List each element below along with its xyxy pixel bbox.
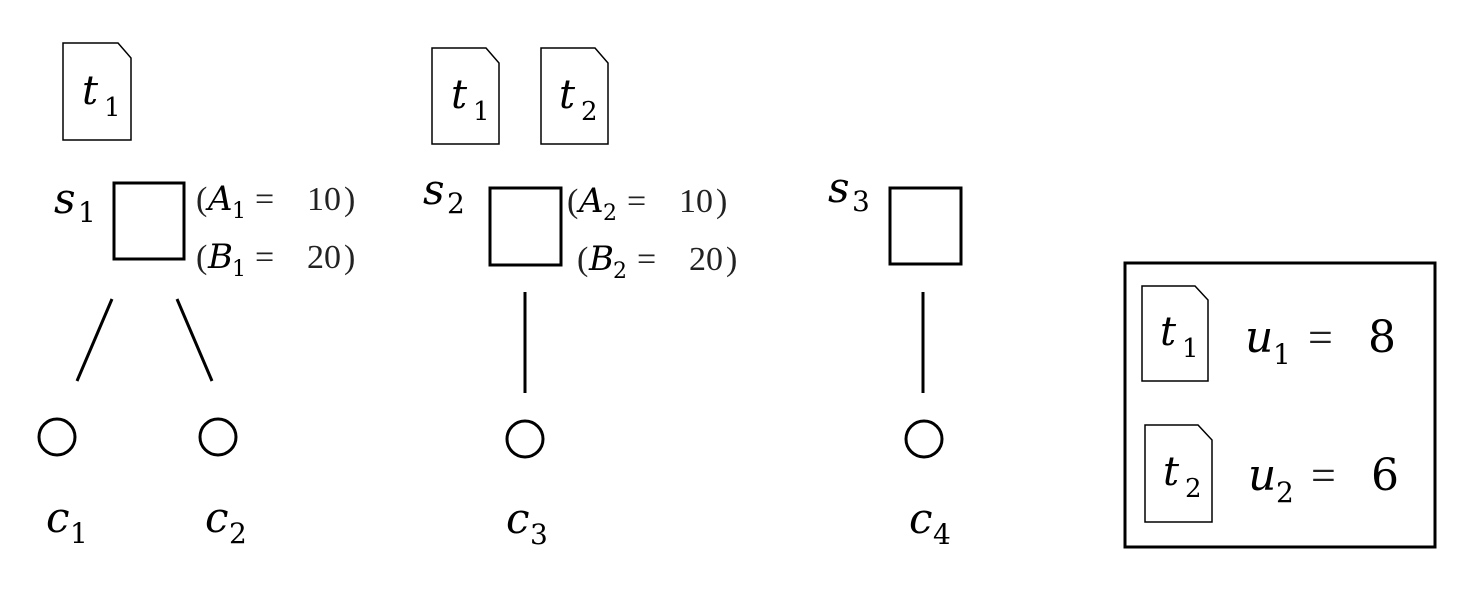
svg-text:1: 1 (473, 97, 490, 127)
client-node-c3 (505, 419, 545, 459)
server-label-letter: s (54, 174, 76, 223)
svg-text:2: 2 (613, 259, 627, 284)
client-node-c2 (198, 417, 238, 457)
edge-s1-c1 (75, 298, 114, 382)
svg-text:(: ( (196, 239, 207, 276)
svg-text:1: 1 (232, 199, 246, 224)
client-node-c1 (37, 417, 77, 457)
server-group-s3: s 3 c 4 (828, 163, 963, 551)
client-label-index: 4 (933, 518, 951, 551)
server-node-s2 (488, 186, 563, 267)
svg-text:): ) (726, 241, 737, 278)
server-node-s1 (112, 181, 186, 261)
client-label-index: 2 (229, 517, 247, 550)
server-attr-s1-B: ( B 1 = 20 ) (196, 237, 355, 282)
task-label-letter: t (82, 68, 99, 114)
svg-text:1: 1 (1182, 334, 1199, 364)
svg-text:2: 2 (603, 201, 617, 226)
server-label-letter: s (828, 163, 850, 212)
task-document-icon-s1-t1: t 1 (62, 42, 132, 141)
svg-text:=: = (255, 181, 274, 218)
legend-box: t 1 u 1 = 8 t 2 u 2 = 6 (1123, 261, 1437, 549)
edge-s1-c2 (175, 298, 214, 382)
server-attr-s1-A: ( A 1 = 10 ) (196, 179, 355, 224)
server-label-index: 1 (78, 196, 96, 229)
server-label-letter: s (423, 165, 445, 214)
svg-text:): ) (344, 239, 355, 276)
task-document-icon (1141, 285, 1209, 382)
svg-text:=: = (1311, 451, 1336, 500)
svg-text:(: ( (567, 183, 578, 220)
server-group-s1: t 1 s 1 ( A 1 = 10 ) ( B 1 = 20 ) (37, 42, 355, 550)
client-label-letter: c (205, 493, 229, 542)
svg-text:): ) (344, 181, 355, 218)
svg-text:A: A (576, 181, 604, 221)
server-group-s2: t 1 t 2 s 2 ( A 2 = 10 ) ( B 2 = 20 ) (423, 47, 737, 551)
legend-util-index: 2 (1276, 476, 1294, 509)
client-label-letter: c (46, 493, 70, 542)
server-attr-s2-A: ( A 2 = 10 ) (567, 181, 727, 226)
svg-text:(: ( (577, 241, 588, 278)
legend-util-letter: u (1248, 450, 1276, 501)
svg-text:=: = (637, 241, 656, 278)
legend-util-letter: u (1245, 312, 1273, 363)
svg-text:(: ( (196, 181, 207, 218)
svg-text:=: = (255, 239, 274, 276)
svg-text:10: 10 (679, 183, 713, 220)
server-label-index: 2 (447, 187, 465, 220)
client-label-letter: c (506, 494, 530, 543)
task-document-icon-s2-t2: t 2 (540, 47, 609, 145)
server-node-s3 (888, 186, 963, 266)
legend-util-index: 1 (1273, 338, 1291, 371)
svg-text:2: 2 (581, 97, 598, 127)
server-attr-s2-B: ( B 2 = 20 ) (577, 239, 737, 284)
svg-text:20: 20 (689, 241, 723, 278)
svg-text:t: t (1160, 309, 1177, 355)
svg-text:B: B (588, 239, 614, 279)
svg-text:A: A (205, 179, 233, 219)
task-document-icon-s2-t1: t 1 (431, 47, 500, 145)
svg-text:10: 10 (307, 181, 341, 218)
svg-text:B: B (207, 237, 233, 277)
server-label-index: 3 (852, 185, 870, 218)
legend-item-t1: t 1 u 1 = 8 (1141, 285, 1396, 382)
svg-text:): ) (716, 183, 727, 220)
client-label-letter: c (909, 494, 933, 543)
svg-text:=: = (627, 183, 646, 220)
legend-util-value: 6 (1371, 450, 1399, 501)
svg-text:t: t (451, 72, 468, 118)
svg-text:t: t (1163, 449, 1180, 495)
client-label-index: 1 (70, 517, 88, 550)
svg-text:=: = (1308, 313, 1333, 362)
client-node-c4 (904, 419, 944, 459)
legend-util-value: 8 (1368, 312, 1396, 363)
svg-text:2: 2 (1185, 474, 1202, 504)
svg-text:1: 1 (232, 257, 246, 282)
task-label-index: 1 (104, 93, 121, 123)
svg-text:20: 20 (307, 239, 341, 276)
legend-item-t2: t 2 u 2 = 6 (1144, 424, 1399, 523)
client-label-index: 3 (530, 518, 548, 551)
task-document-icon (1144, 424, 1213, 523)
svg-text:t: t (559, 72, 576, 118)
